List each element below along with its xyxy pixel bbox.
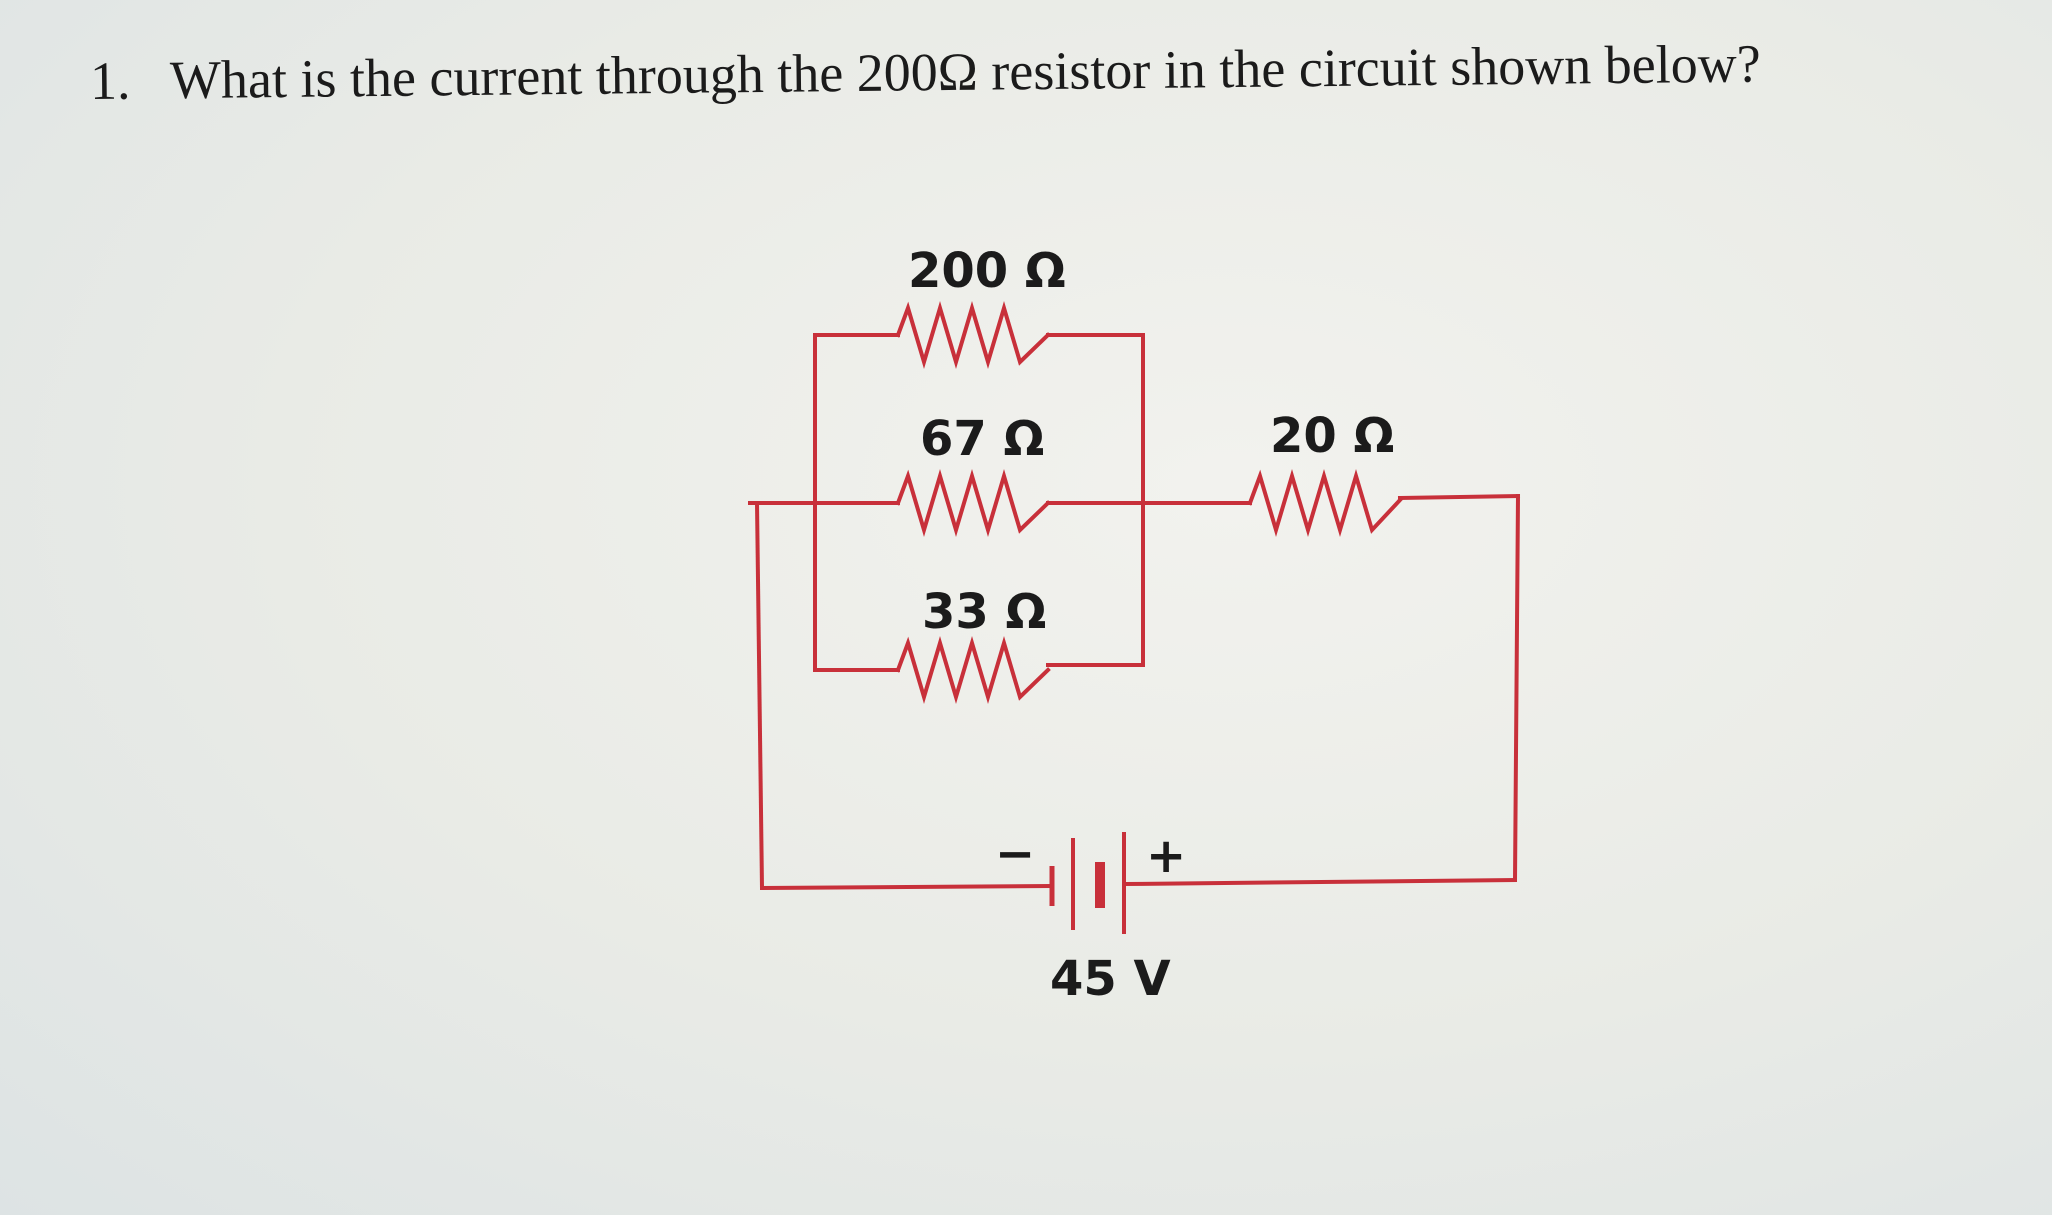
battery-minus-sign: −: [995, 826, 1035, 882]
resistor-33-zigzag: [895, 635, 1051, 705]
battery-voltage-label: 45 V: [1050, 951, 1171, 1007]
resistor-67-label: 67 Ω: [920, 411, 1044, 467]
battery-symbol: [1049, 832, 1126, 934]
wire-right-side: [1512, 493, 1521, 883]
wire-outer-bottom-right: [1123, 877, 1518, 887]
wire-right-top: [1397, 493, 1521, 501]
resistor-67-zigzag: [895, 468, 1051, 538]
battery-plus-sign: +: [1146, 828, 1186, 884]
resistor-200-label: 200 Ω: [908, 243, 1066, 299]
wire-outer-bottom-left: [759, 883, 1053, 891]
wire-outer-left: [754, 500, 765, 891]
resistor-20-zigzag: [1247, 468, 1403, 538]
resistor-20-label: 20 Ω: [1270, 408, 1394, 464]
resistor-33-label: 33 Ω: [922, 584, 1046, 640]
resistor-200-zigzag: [895, 300, 1051, 370]
